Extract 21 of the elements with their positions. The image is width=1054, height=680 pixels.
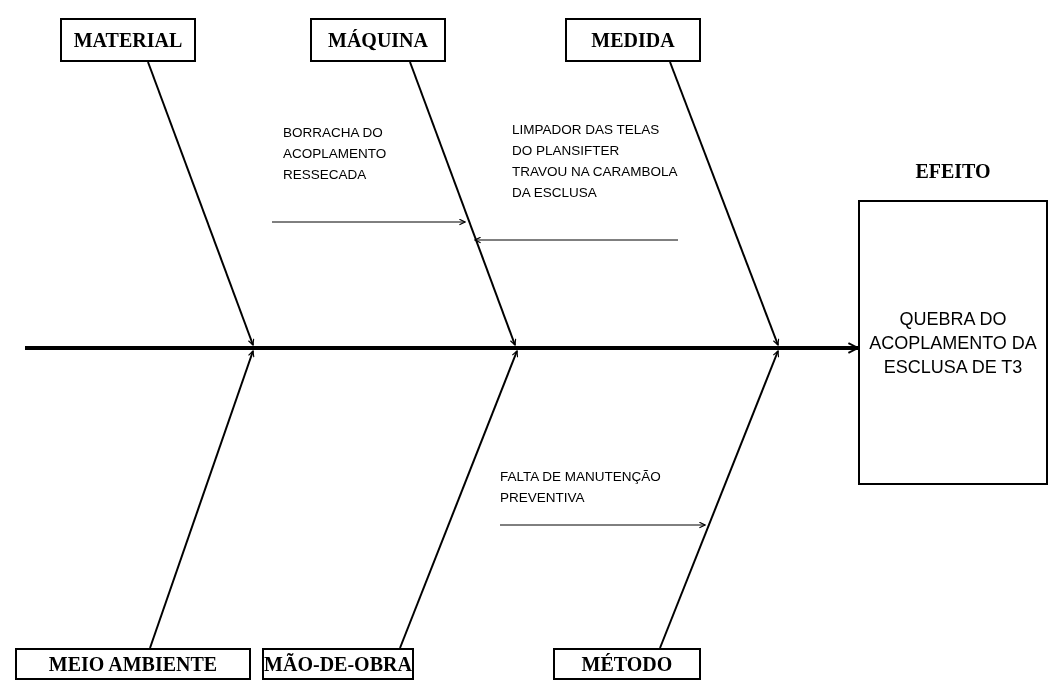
category-box: MÃO-DE-OBRA [262, 648, 414, 680]
cause-arrow [499, 521, 706, 529]
cause-arrow [474, 236, 679, 244]
category-box: MEDIDA [565, 18, 701, 62]
cause-label: FALTA DE MANUTENÇÃO PREVENTIVA [500, 466, 680, 525]
bone-arrow [669, 61, 780, 346]
effect-heading: EFEITO [914, 160, 992, 183]
bone-arrow [149, 350, 255, 649]
bone-arrow [409, 61, 517, 346]
bone-arrow [659, 350, 780, 649]
category-box: MÉTODO [553, 648, 701, 680]
cause-label: LIMPADOR DAS TELAS DO PLANSIFTER TRAVOU NA CARAMBOLA DA ESCLUSA [512, 119, 678, 240]
cause-arrow [271, 218, 466, 226]
category-box: MEIO AMBIENTE [15, 648, 251, 680]
bone-arrow [147, 61, 255, 346]
category-box: MATERIAL [60, 18, 196, 62]
bone-arrow [399, 350, 519, 649]
effect-box: QUEBRA DO ACOPLAMENTO DA ESCLUSA DE T3 [858, 200, 1048, 485]
spine-arrow [25, 342, 859, 354]
category-box: MÁQUINA [310, 18, 446, 62]
cause-label: BORRACHA DO ACOPLAMENTO RESSECADA [272, 122, 432, 222]
